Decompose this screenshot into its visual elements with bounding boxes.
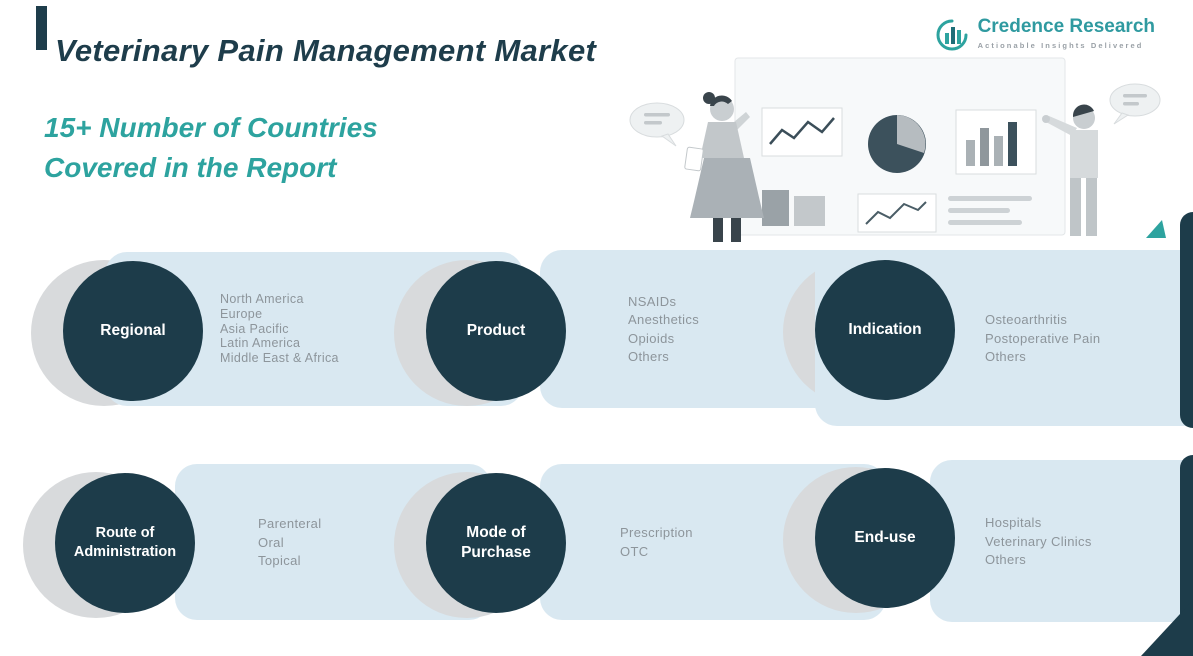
list-item: Anesthetics [628,312,700,328]
logo-name: Credence Research [977,16,1155,37]
segment-circle-product: Product [426,261,566,401]
list-item: NSAIDs [628,293,677,309]
list-item: OTC [620,543,649,559]
person-left-illustration [684,92,764,242]
list-item: Latin America [220,336,301,351]
list-item: Middle East & Africa [220,351,339,366]
segment-items-indication: Osteoarthritis Postoperative Pain Others [985,309,1193,368]
list-item: Others [985,349,1027,364]
cropped-circle-accent-top [1180,212,1193,428]
list-item: Others [628,349,670,365]
list-item: Others [985,552,1027,567]
segment-label: Product [466,321,526,339]
bar-chart-logo-icon [936,19,968,51]
segment-circle-indication: Indication [815,260,955,400]
segment-label: Mode of Purchase [461,523,531,561]
segment-label: Indication [848,320,922,338]
list-item: Oral [258,534,284,550]
presentation-illustration [629,57,1166,242]
list-item: Parenteral [258,516,322,531]
credence-research-logo: Credence Research Actionable Insights De… [933,16,1155,54]
segment-circle-route: Route of Administration [55,473,195,613]
list-item: Prescription [620,525,693,541]
segment-circle-mode: Mode of Purchase [426,473,566,613]
segment-items-product: NSAIDs Anesthetics Opioids Others [628,290,894,368]
list-item: Asia Pacific [220,321,289,336]
teal-triangle-accent [1146,220,1166,238]
title-accent-bar [36,6,47,50]
segment-items-mode: Prescription OTC [620,522,886,563]
segment-label: Route of Administration [73,524,177,560]
list-item: Europe [220,306,263,321]
list-item: Opioids [628,330,675,346]
list-item: Topical [258,553,301,568]
subtitle: 15+ Number of Countries Covered in the R… [44,108,378,188]
line-chart-doodle [769,117,835,145]
list-item: North America [220,292,304,306]
subtitle-line-2: Covered in the Report [44,152,337,184]
segment-items-end-use: Hospitals Veterinary Clinics Others [985,512,1193,571]
list-item: Veterinary Clinics [985,533,1092,549]
list-item: Hospitals [985,515,1042,530]
subtitle-line-1: 15+ Number of Countries [44,112,378,143]
bar-chart-doodle [966,122,1017,166]
logo-text: Credence Research Actionable Insights De… [978,16,1155,50]
list-item: Osteoarthritis [985,312,1068,327]
segment-panel-end-use: Hospitals Veterinary Clinics Others [930,460,1193,622]
page-title: Veterinary Pain Management Market [55,32,597,68]
segment-circle-regional: Regional [63,261,203,401]
person-right-illustration [1042,104,1098,236]
segment-label: Regional [100,321,166,339]
segment-items-route: Parenteral Oral Topical [258,513,491,572]
speech-bubble-left [629,102,685,147]
list-item: Postoperative Pain [985,330,1101,346]
text-lines-doodle [948,196,1032,225]
speech-bubble-right [1109,83,1161,125]
cropped-circle-accent-bottom [1180,455,1193,645]
segment-items-regional: North America Europe Asia Pacific Latin … [220,292,523,366]
segment-label: End-use [854,528,916,546]
segment-circle-end-use: End-use [815,468,955,608]
logo-tagline: Actionable Insights Delivered [977,41,1144,50]
